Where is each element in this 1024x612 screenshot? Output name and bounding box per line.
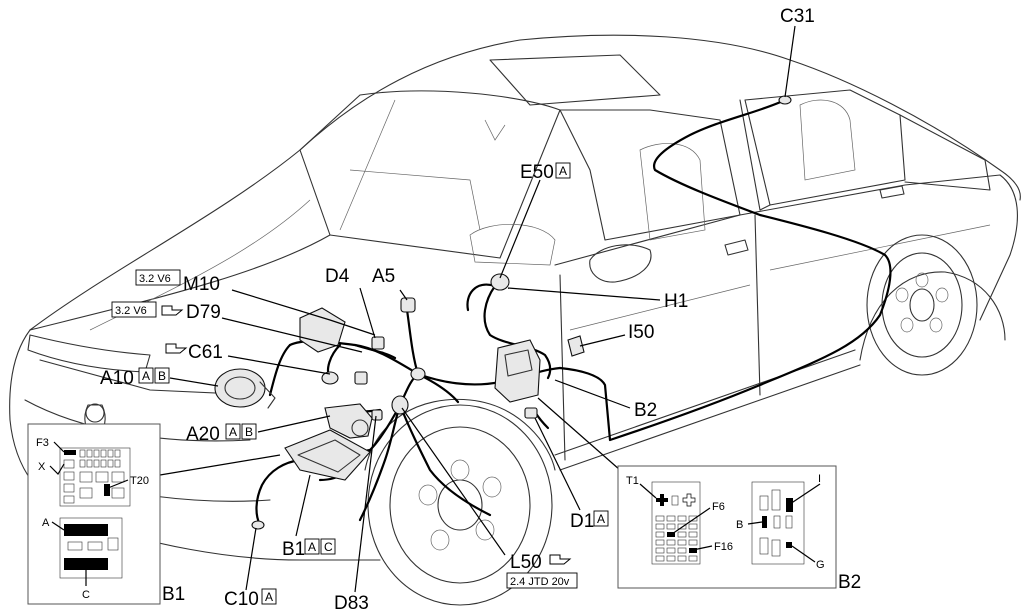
d4-connector: [371, 336, 385, 350]
inset-b1-t20: T20: [130, 475, 149, 487]
badge-a10-2: B: [158, 369, 166, 383]
labels: C31 E50 A 3.2 V6 M10 D4 A5 H1 3.2 V6 D79…: [100, 6, 815, 612]
note-l50-box: [506, 572, 578, 589]
a10-alternator: [214, 368, 266, 408]
c61-component: [321, 371, 339, 385]
inset-b1-c: C: [82, 589, 90, 601]
b2-fusebox: [494, 339, 541, 403]
label-a5: A5: [372, 266, 395, 287]
label-l50: L50: [510, 552, 542, 573]
m10-module: [299, 307, 346, 353]
badge-b1-2: C: [324, 540, 333, 554]
label-d4: D4: [325, 266, 350, 287]
d1-connector: [524, 407, 538, 419]
note-v6-lower: 3.2 V6: [115, 305, 147, 317]
label-d79: D79: [186, 302, 221, 323]
label-d83: D83: [334, 593, 369, 612]
c31-component: [778, 95, 792, 105]
leader-lines: [159, 25, 796, 593]
label-c31: C31: [780, 6, 815, 27]
label-a20: A20: [186, 424, 220, 445]
label-c10: C10: [224, 589, 259, 610]
car-outline: [9, 34, 1021, 606]
badge-d1: A: [597, 512, 605, 526]
label-i50: I50: [628, 322, 654, 343]
c10-sensor: [251, 520, 265, 530]
a5-sensor: [400, 297, 416, 313]
badge-a10-1: A: [142, 369, 150, 383]
inset-b2-g: G: [816, 559, 825, 571]
inset-b2-b: B: [736, 519, 743, 531]
inset-b2-t1: T1: [626, 475, 639, 487]
label-e50: E50: [520, 162, 554, 183]
label-h1: H1: [664, 291, 688, 312]
badge-e50: A: [559, 164, 567, 178]
note-l50-engine: 2.4 JTD 20v: [510, 576, 570, 588]
i50-switch: [567, 335, 585, 357]
badge-a20-2: B: [245, 425, 253, 439]
connector-arrow-icon: [161, 305, 184, 316]
badge-a20-1: A: [229, 425, 237, 439]
connector-arrow-icon: [549, 554, 572, 565]
a20-starter: [324, 403, 373, 439]
badge-b1-1: A: [308, 540, 316, 554]
inset-b2-name: B2: [838, 572, 861, 593]
label-m10: M10: [183, 274, 220, 295]
central-connector: [391, 395, 409, 415]
h1-component: [490, 273, 510, 291]
note-v6-upper-box: [135, 269, 181, 286]
b1-fusebox: [284, 429, 371, 481]
inset-b2-f16: F16: [714, 541, 733, 553]
inset-b1-x: X: [38, 461, 46, 473]
label-b1: B1: [282, 539, 305, 560]
inset-b1-name: B1: [162, 584, 185, 605]
inset-b1: F3 X T20 A C B1: [27, 423, 185, 605]
inset-b2-f6: F6: [712, 501, 725, 513]
inset-b2-i: I: [818, 473, 821, 485]
label-c61: C61: [188, 342, 223, 363]
note-v6-upper: 3.2 V6: [139, 273, 171, 285]
label-d1: D1: [570, 511, 594, 532]
connector-arrow-icon: [165, 343, 188, 354]
components: [214, 95, 792, 530]
note-v6-lower-box: [111, 301, 157, 318]
badge-c10: A: [265, 590, 273, 604]
inset-b1-a: A: [42, 517, 50, 529]
label-b2-upper: B2: [634, 400, 657, 421]
label-a10: A10: [100, 368, 134, 389]
inset-b1-f3: F3: [36, 437, 49, 449]
inset-b2: T1 F6 F16 I B G B2: [617, 465, 861, 593]
